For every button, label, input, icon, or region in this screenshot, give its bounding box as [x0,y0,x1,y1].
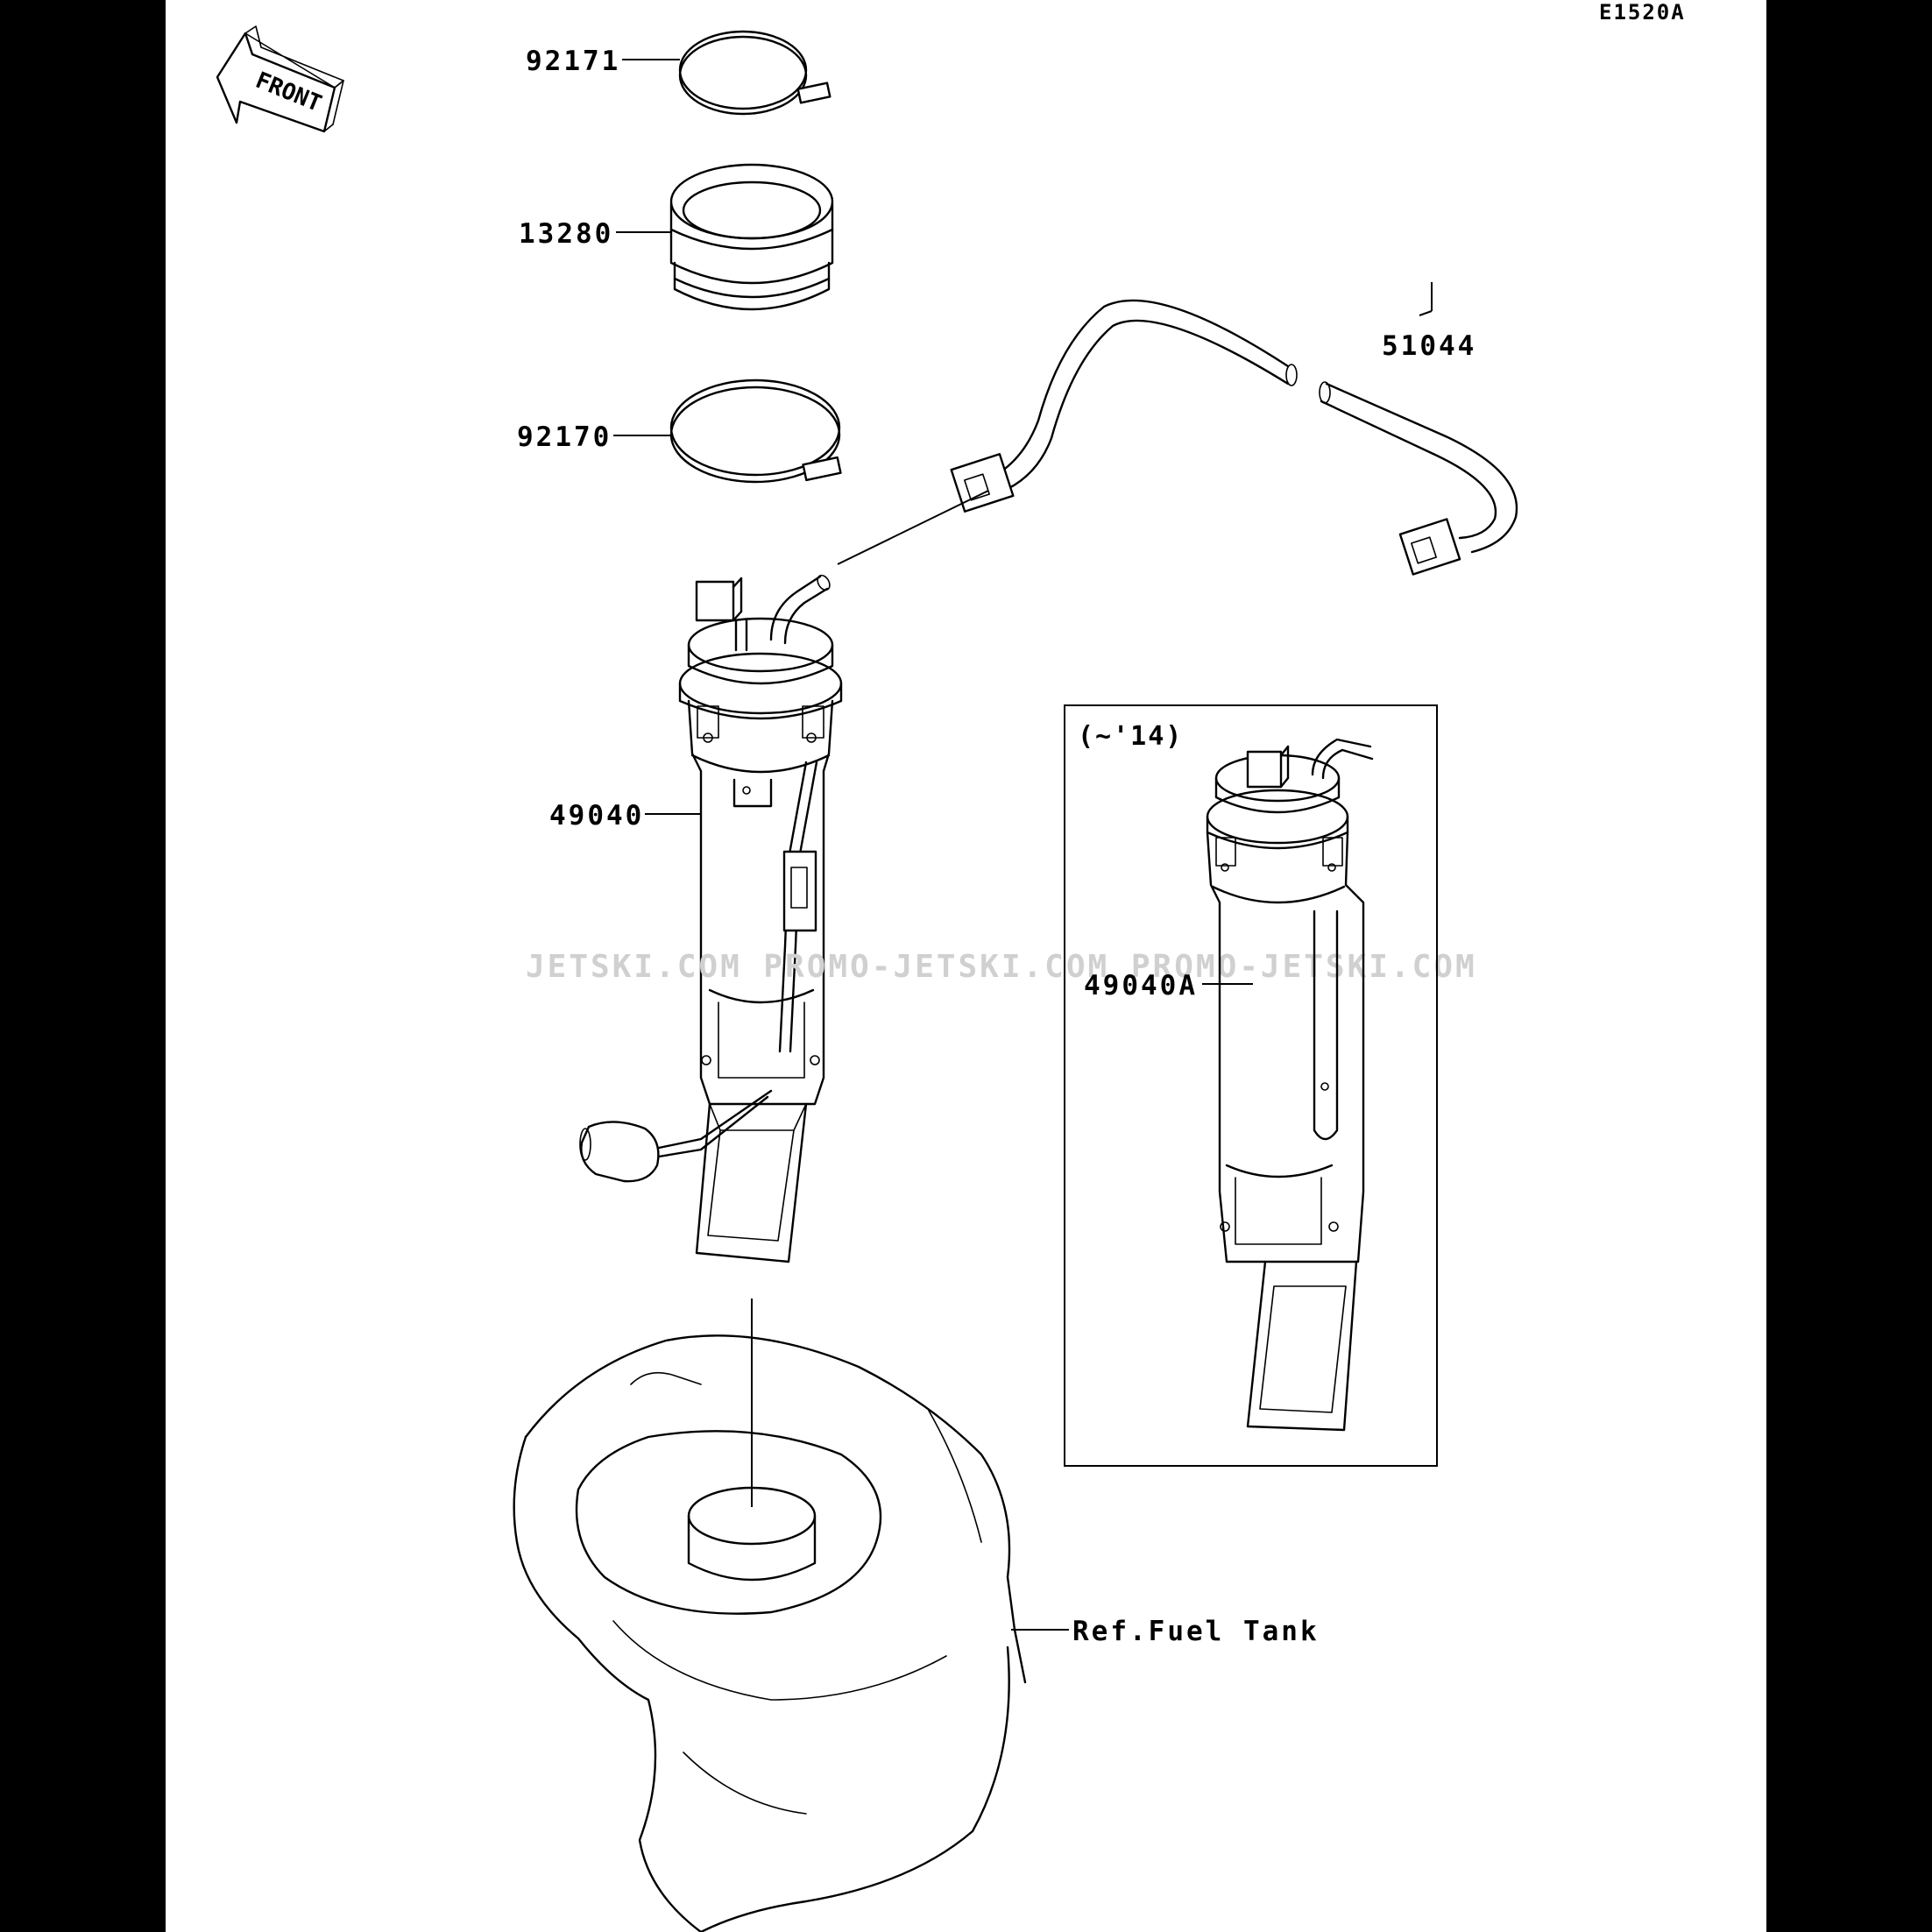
reference-label-fuel-tank: Ref.Fuel Tank [1072,1616,1320,1647]
part-label-92170: 92170 [517,421,612,453]
part-label-49040A: 49040A [1084,970,1198,1001]
part-13280-grommet: 13280 [519,163,834,311]
part-49040A-fuel-pump [1206,738,1374,1432]
diagram-code: E1520A [1599,0,1686,25]
part-92171-clamp: 92171 [526,30,832,116]
diagram-sheet [166,0,1766,1932]
part-51044-fuel-hose: 51044 [837,282,1518,576]
part-label-51044: 51044 [1382,330,1476,362]
part-label-92171: 92171 [526,46,620,77]
front-arrow-icon: FRONT [216,25,344,133]
fuel-tank-reference: Ref.Fuel Tank [513,1299,1320,1932]
inset-box: (~'14) [1064,704,1438,1467]
watermark-text: JETSKI.COM PROMO-JETSKI.COM PROMO-JETSKI… [526,949,1477,985]
part-92170-clamp: 92170 [517,379,842,484]
part-label-49040: 49040 [549,800,644,832]
inset-note: (~'14) [1078,721,1183,752]
part-label-13280: 13280 [519,218,613,250]
part-49040-fuel-pump: 49040 [549,574,843,1263]
